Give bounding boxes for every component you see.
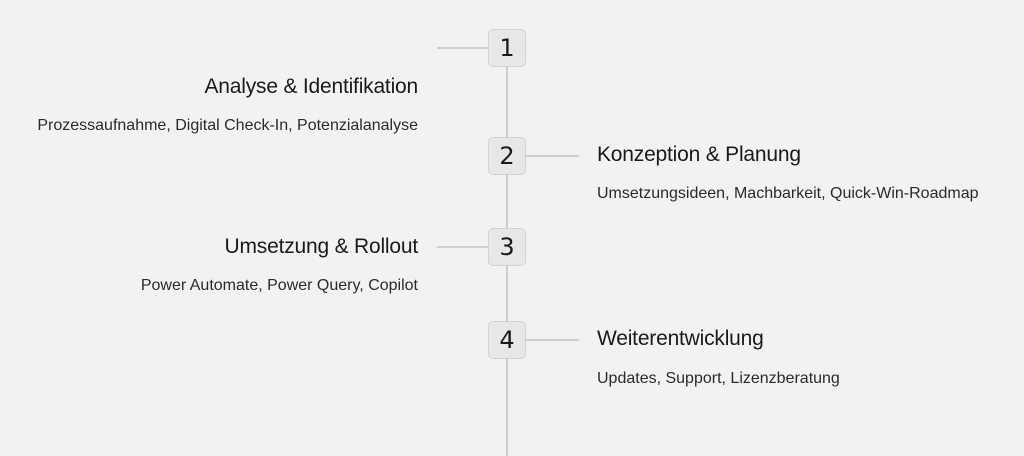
step-3-title: Umsetzung & Rollout bbox=[224, 235, 419, 258]
step-1-description: Prozessaufnahme, Digital Check-In, Poten… bbox=[37, 117, 418, 134]
step-3-marker: 3 bbox=[488, 228, 526, 266]
step-3-connector bbox=[437, 246, 489, 248]
step-2-description: Umsetzungsideen, Machbarkeit, Quick-Win-… bbox=[597, 185, 979, 202]
step-2-marker: 2 bbox=[488, 137, 526, 175]
step-2-connector bbox=[525, 155, 579, 157]
step-1-marker: 1 bbox=[488, 29, 526, 67]
step-4-title: Weiterentwicklung bbox=[597, 327, 764, 350]
step-3-description: Power Automate, Power Query, Copilot bbox=[140, 277, 418, 294]
step-2-title: Konzeption & Planung bbox=[597, 143, 801, 166]
step-4-description: Updates, Support, Lizenzberatung bbox=[597, 370, 840, 387]
step-4-connector bbox=[525, 339, 579, 341]
step-1-connector bbox=[437, 47, 489, 49]
step-4-marker: 4 bbox=[488, 321, 526, 359]
step-1-title: Analyse & Identifikation bbox=[204, 75, 419, 98]
